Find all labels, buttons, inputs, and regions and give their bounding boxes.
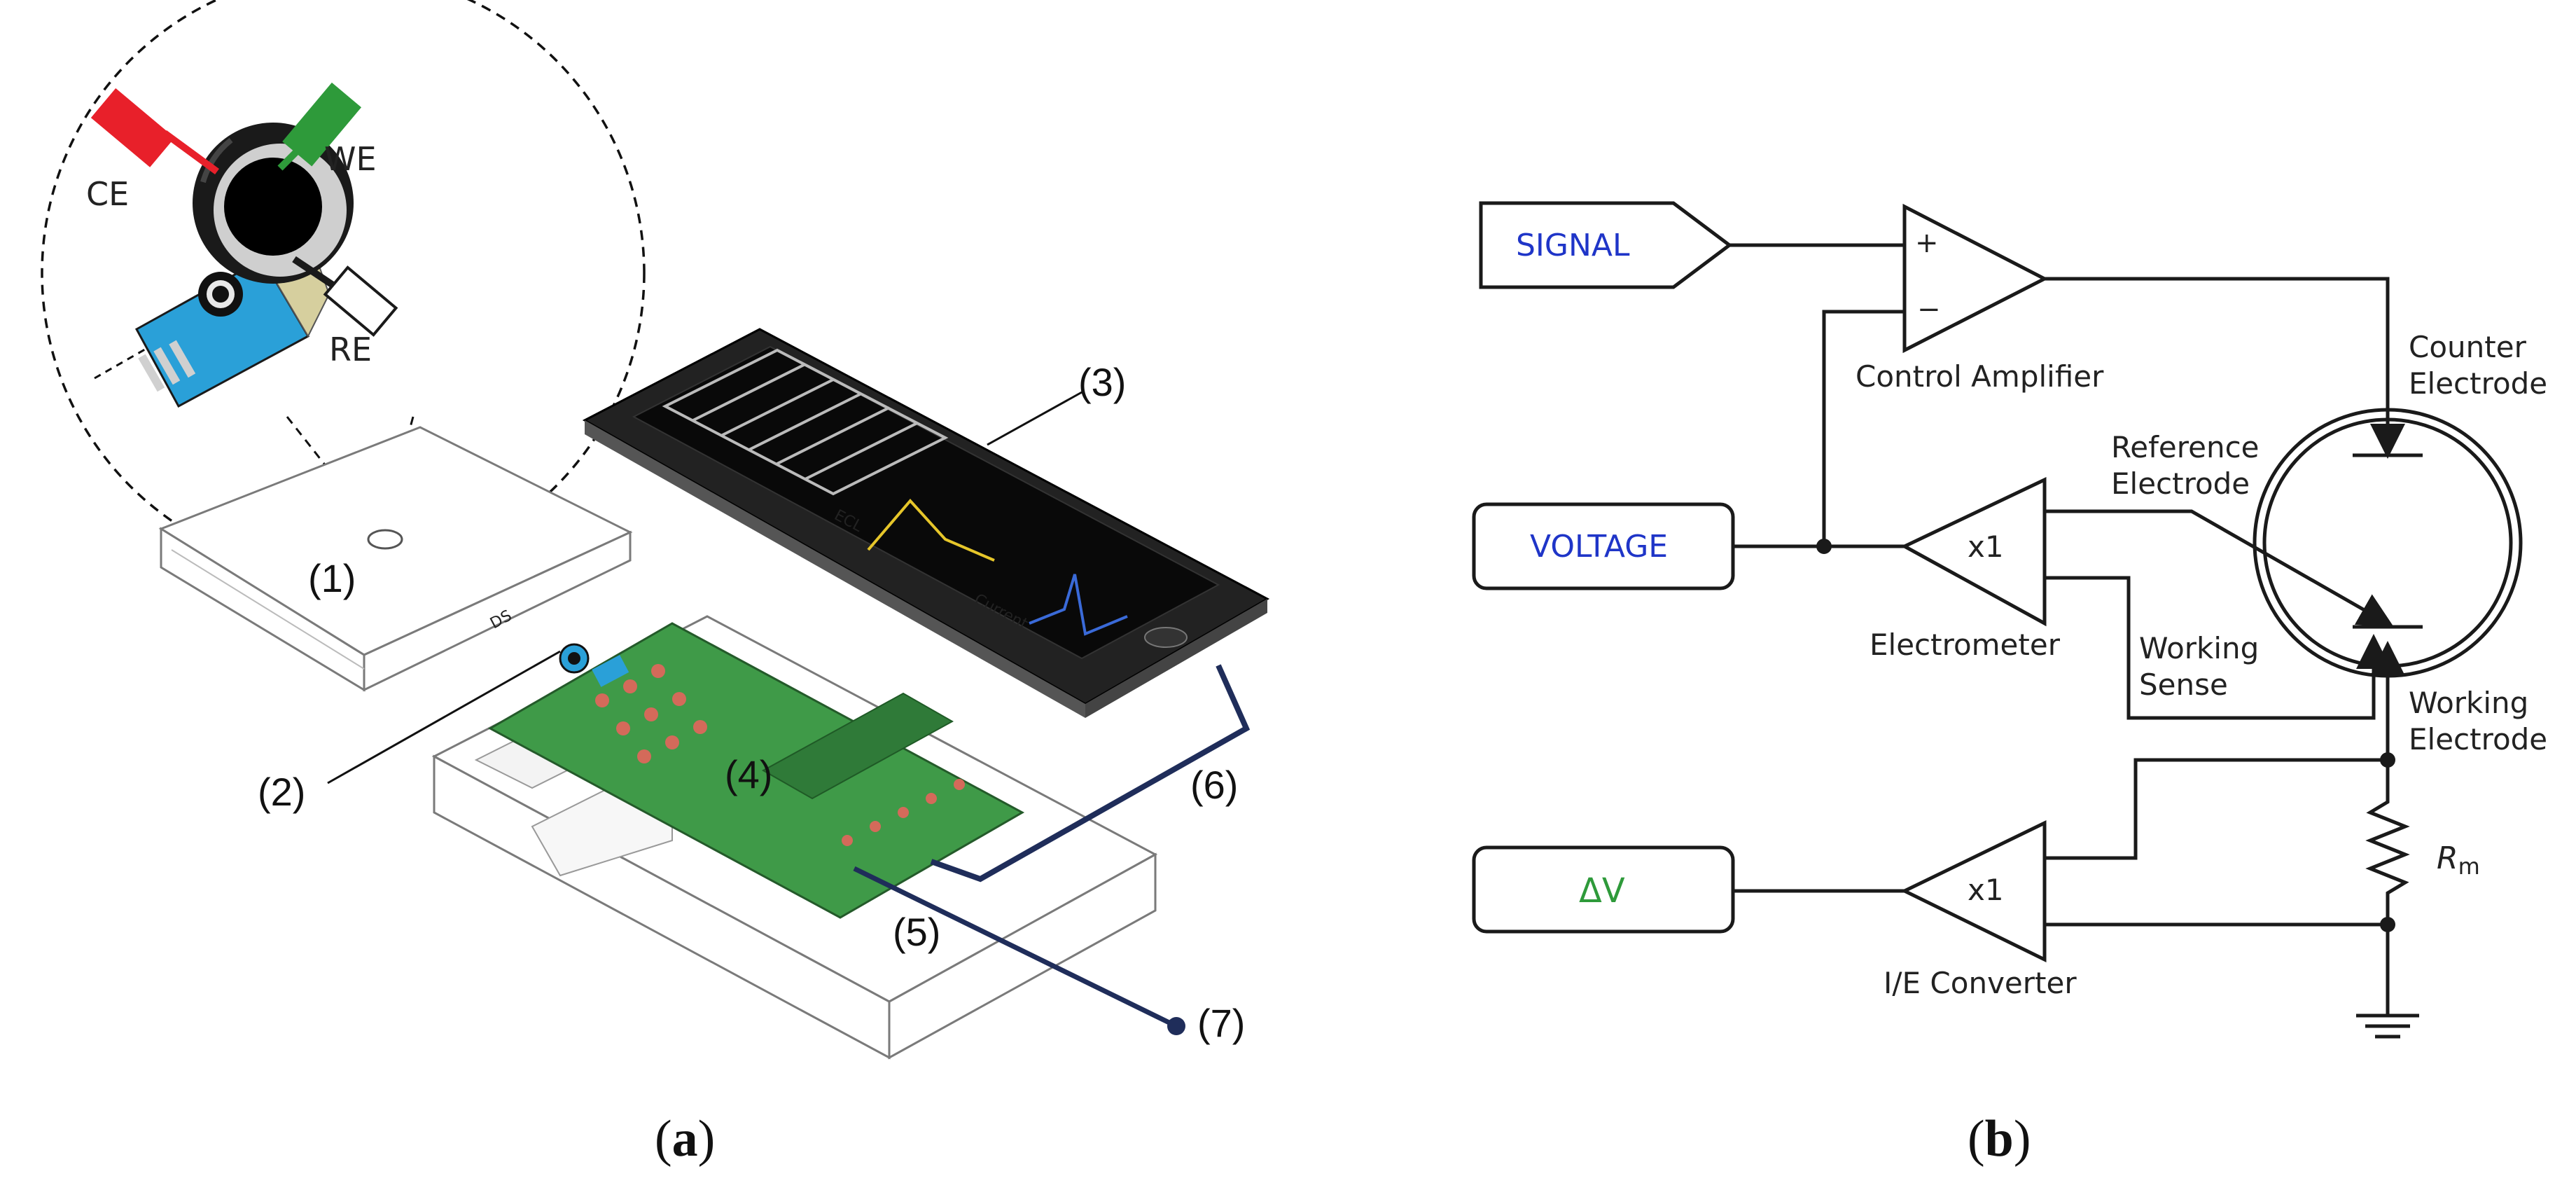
callout-4: (4) xyxy=(725,752,772,796)
callout-6: (6) xyxy=(1190,763,1238,807)
electrochemical-cell xyxy=(2253,408,2523,678)
working-sense-label-2: Sense xyxy=(2139,667,2228,702)
ie-converter-label: I/E Converter xyxy=(1884,966,2077,1000)
counter-electrode-label-2: Electrode xyxy=(2409,366,2547,401)
reference-electrode-label-1: Reference xyxy=(2111,430,2260,464)
control-amplifier-label: Control Amplifier xyxy=(1856,359,2104,394)
control-minus: − xyxy=(1917,293,1941,326)
callout-7: (7) xyxy=(1197,1001,1245,1045)
cable-7-end xyxy=(1167,1017,1185,1035)
ce-lead xyxy=(90,88,219,175)
working-electrode-label-1: Working xyxy=(2409,686,2528,720)
counter-electrode-label-1: Counter xyxy=(2409,330,2527,364)
smartphone: ECL Current xyxy=(582,328,1270,718)
ie-gain: x1 xyxy=(1968,873,2004,907)
home-button xyxy=(1144,627,1188,648)
panel-a: CE WE RE xyxy=(41,0,1270,1168)
electrode-inset: CE WE RE xyxy=(41,0,646,576)
panel-b-caption: (b) xyxy=(1968,1110,2031,1168)
ecl-trace xyxy=(867,498,995,562)
cable-7 xyxy=(853,866,1178,1029)
reference-electrode-label-2: Electrode xyxy=(2111,466,2250,501)
leader-2 xyxy=(327,650,561,784)
working-electrode-label-2: Electrode xyxy=(2409,722,2547,756)
pcb-board: DS xyxy=(487,607,1025,919)
control-amplifier xyxy=(1902,203,2049,354)
control-plus: + xyxy=(1915,227,1939,259)
pcb-pads xyxy=(595,664,965,846)
re-lead xyxy=(292,256,398,337)
panel-b: SIGNAL VOLTAGE ΔV + − Control Amplifier … xyxy=(1472,201,2547,1168)
electrometer-gain: x1 xyxy=(1968,530,2004,564)
we-lead xyxy=(277,82,362,171)
app-grid xyxy=(662,348,949,496)
leader-3 xyxy=(987,391,1082,446)
voltage-label: VOLTAGE xyxy=(1530,529,1668,565)
re-label: RE xyxy=(329,331,372,368)
cable-6 xyxy=(930,664,1251,883)
working-sense-label-1: Working xyxy=(2139,631,2259,665)
current-trace xyxy=(1029,574,1128,636)
we-label: WE xyxy=(324,140,377,178)
callout-5: (5) xyxy=(893,910,940,954)
resistor-label: Rm xyxy=(2437,840,2480,880)
callout-2: (2) xyxy=(258,770,305,814)
electrometer xyxy=(1900,477,2047,627)
signal-label: SIGNAL xyxy=(1516,228,1630,263)
callout-1: (1) xyxy=(308,556,356,600)
panel-a-caption: (a) xyxy=(655,1110,715,1168)
callout-3: (3) xyxy=(1078,360,1126,404)
ce-label: CE xyxy=(86,175,129,213)
ie-converter xyxy=(1900,820,2047,963)
device-lid xyxy=(158,426,633,692)
delta-v-label: ΔV xyxy=(1579,871,1625,911)
electrometer-label: Electrometer xyxy=(1870,628,2061,662)
signal-input xyxy=(1479,201,1733,289)
